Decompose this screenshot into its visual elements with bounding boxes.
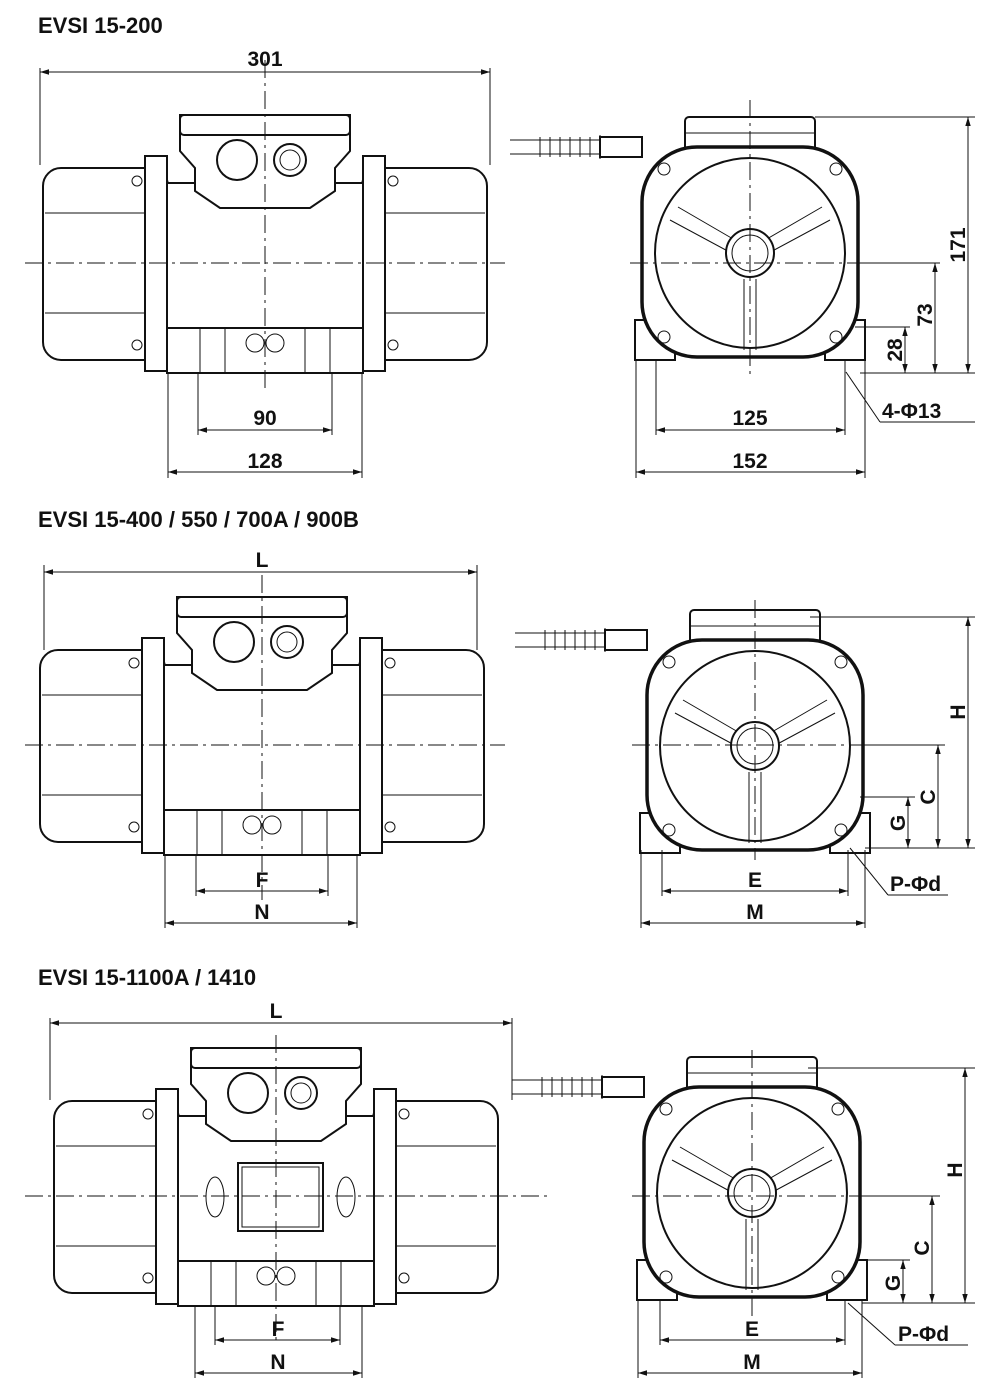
c-dim-3: C <box>911 1240 934 1255</box>
g-dim-1: 28 <box>884 338 907 362</box>
end-view-1: 125 152 171 73 28 4-Φ13 <box>508 100 975 478</box>
n-dim-1: 128 <box>247 450 282 473</box>
side-view-3: L F N <box>25 1000 548 1378</box>
m-dim-1: 152 <box>732 450 767 473</box>
g-dim-3: G <box>882 1275 905 1291</box>
g-dim-2: G <box>887 815 910 831</box>
hole-dim-2: P-Φd <box>890 873 941 896</box>
side-view-1: 301 90 128 <box>25 48 505 478</box>
hole-dim-1: 4-Φ13 <box>882 400 941 423</box>
end-view-2: E M H C G P-Φd <box>513 600 975 928</box>
h-dim-2: H <box>947 704 970 719</box>
length-dim-1: 301 <box>247 48 282 71</box>
n-dim-2: N <box>254 901 269 924</box>
section-3-title: EVSI 15-1100A / 1410 <box>38 965 256 990</box>
h-dim-3: H <box>944 1162 967 1177</box>
n-dim-3: N <box>270 1351 285 1374</box>
c-dim-2: C <box>917 789 940 804</box>
hole-dim-3: P-Φd <box>898 1323 949 1346</box>
section-1-title: EVSI 15-200 <box>38 13 163 38</box>
section-2-title: EVSI 15-400 / 550 / 700A / 900B <box>38 507 359 532</box>
c-dim-1: 73 <box>914 303 937 326</box>
length-dim-2: L <box>256 549 269 572</box>
h-dim-1: 171 <box>947 227 970 262</box>
f-dim-1: 90 <box>253 407 276 430</box>
m-dim-3: M <box>743 1351 761 1374</box>
side-view-2: L F N <box>25 549 505 928</box>
m-dim-2: M <box>746 901 764 924</box>
e-dim-1: 125 <box>732 407 767 430</box>
e-dim-2: E <box>748 869 762 892</box>
length-dim-3: L <box>270 1000 283 1023</box>
f-dim-3: F <box>272 1318 285 1341</box>
e-dim-3: E <box>745 1318 759 1341</box>
end-view-3: E M H C G P-Φd <box>510 1050 975 1378</box>
f-dim-2: F <box>256 869 269 892</box>
